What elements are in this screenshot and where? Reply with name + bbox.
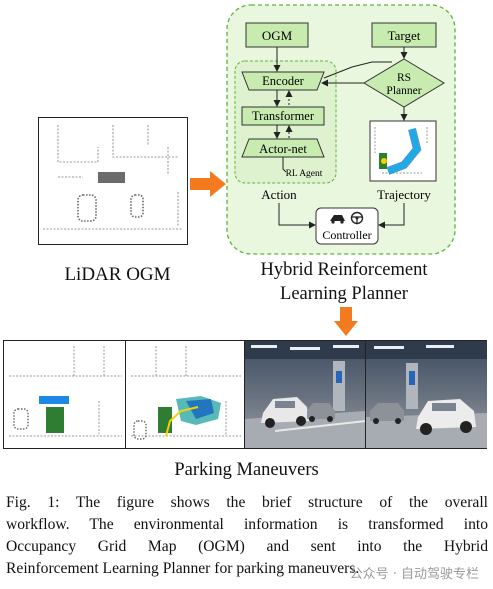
car-white-2	[416, 399, 476, 435]
car-icon	[330, 215, 345, 224]
trajectory-label: Trajectory	[377, 187, 431, 202]
transformer-node-label: Transformer	[252, 109, 315, 123]
transformer-node	[241, 106, 325, 126]
parking-photo-1	[244, 341, 366, 448]
figure-caption: Fig. 1: The figure shows the brief struc…	[6, 492, 488, 580]
controller-node-label: Controller	[322, 228, 371, 242]
car-gray-2	[370, 403, 404, 424]
parking-photo-2	[365, 341, 487, 448]
planner-title: Hybrid Reinforcement Learning Planner	[224, 258, 464, 306]
lidar-ogm-label: LiDAR OGM	[64, 264, 171, 285]
encoder-node	[241, 71, 325, 91]
rs-planner-label-line2: Planner	[386, 85, 421, 97]
caption-line-3: Occupancy Grid Map (OGM) and sent into t…	[6, 538, 488, 555]
actor-net-node-label: Actor-net	[259, 142, 307, 156]
parking-strip	[3, 340, 487, 449]
car-white-1	[261, 397, 309, 428]
encoder-node-label: Encoder	[262, 74, 304, 88]
hybrid-planner-diagram: OGM Target Encoder Transformer Actor-net…	[226, 4, 456, 255]
caption-line-1: Fig. 1: The figure shows the brief struc…	[6, 494, 488, 511]
ogm-node-label: OGM	[262, 28, 293, 43]
steering-wheel-icon	[350, 211, 364, 225]
lidar-ogm-map	[38, 117, 188, 245]
caption-line-2: workflow. The environmental information …	[6, 516, 488, 533]
output-flow-arrow	[334, 307, 358, 336]
ogm-node	[245, 22, 309, 48]
actor-net-node	[241, 138, 325, 158]
caption-line-4: Reinforcement Learning Planner for parki…	[6, 560, 360, 577]
action-label: Action	[261, 187, 297, 202]
rl-agent-label: RL Agent	[286, 169, 323, 179]
parking-ogm-frame-2	[125, 341, 245, 448]
planner-title-line1: Hybrid Reinforcement	[260, 260, 428, 280]
rs-planner-label-line1: RS	[397, 72, 411, 84]
watermark: 公众号 · 自动驾驶专栏	[349, 567, 479, 582]
input-flow-arrow	[190, 171, 226, 197]
ego-vehicle-marker	[98, 172, 125, 183]
target-node	[371, 22, 437, 48]
parking-ogm-frame-1	[4, 341, 125, 448]
trajectory-thumbnail	[369, 120, 437, 182]
parking-maneuvers-label: Parking Maneuvers	[174, 460, 319, 480]
planner-title-line2: Learning Planner	[280, 284, 408, 304]
car-gray-1	[307, 403, 335, 422]
target-node-label: Target	[388, 28, 421, 43]
